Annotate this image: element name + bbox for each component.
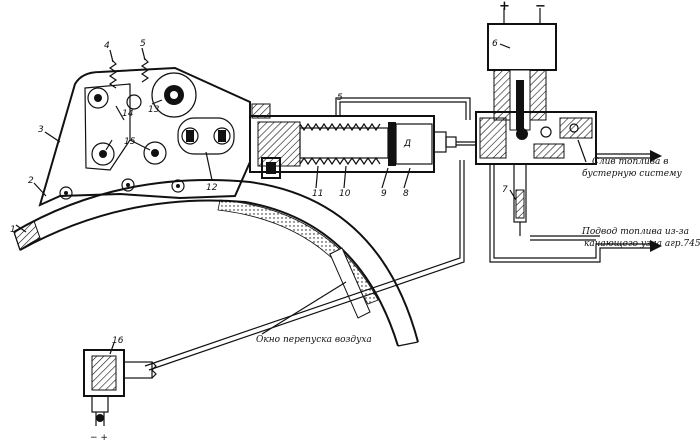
callout-3: 3: [38, 125, 44, 135]
spring-5: [140, 57, 150, 83]
annotations: Окно перепуска воздуха Слив топлива в бу…: [256, 157, 700, 345]
callout-2: 2: [28, 176, 34, 186]
label-fuel-supply-2: качающего узла агр.745А: [584, 239, 700, 249]
callout-13: 13: [148, 105, 160, 115]
label-air-bypass-window: Окно перепуска воздуха: [256, 335, 372, 345]
callout-labels: 1 2 3 4 5 6 7 8 9 10 11 12 13 14 15 16 5…: [10, 39, 508, 346]
sensor-unit-16: [83, 349, 157, 426]
callout-11: 11: [312, 189, 323, 199]
callout-4: 4: [104, 41, 110, 51]
callout-9: 9: [381, 189, 387, 199]
cam-gear-13: [151, 72, 197, 118]
link-12: [177, 117, 235, 155]
terminal-plus: +: [499, 0, 510, 14]
leader-lines: [15, 43, 587, 355]
solenoid-valve: [475, 8, 597, 236]
curved-duct: [13, 179, 419, 347]
flow-arrows: [650, 150, 662, 252]
label-fuel-drain-1: Слив топлива в: [592, 157, 669, 167]
callout-12: 12: [206, 183, 218, 193]
callout-16: 16: [112, 336, 124, 346]
callout-5: 5: [140, 39, 146, 49]
terminal-minus: −: [535, 0, 546, 14]
callout-10: 10: [339, 189, 351, 199]
callout-7: 7: [502, 185, 508, 195]
callout-6: 6: [492, 39, 498, 49]
terminal-bottom: − +: [90, 433, 108, 443]
roller-14: [87, 87, 142, 110]
spring-4: [108, 59, 118, 89]
callout-14: 14: [122, 109, 134, 119]
lever-body: [38, 66, 251, 207]
callout-1: 1: [10, 225, 16, 235]
piping: [144, 97, 650, 371]
callout-15: 15: [124, 137, 136, 147]
actuator-cylinder: [249, 103, 457, 179]
callout-5b: 5: [337, 93, 343, 103]
callout-8: 8: [403, 189, 409, 199]
pivot-15: [91, 141, 167, 166]
label-fuel-supply-1: Подвод топлива из-за: [581, 227, 689, 237]
label-fuel-drain-2: бустерную систему: [582, 168, 683, 179]
callout-D: Д: [403, 139, 411, 149]
terminal-signs: + − − +: [90, 0, 546, 443]
